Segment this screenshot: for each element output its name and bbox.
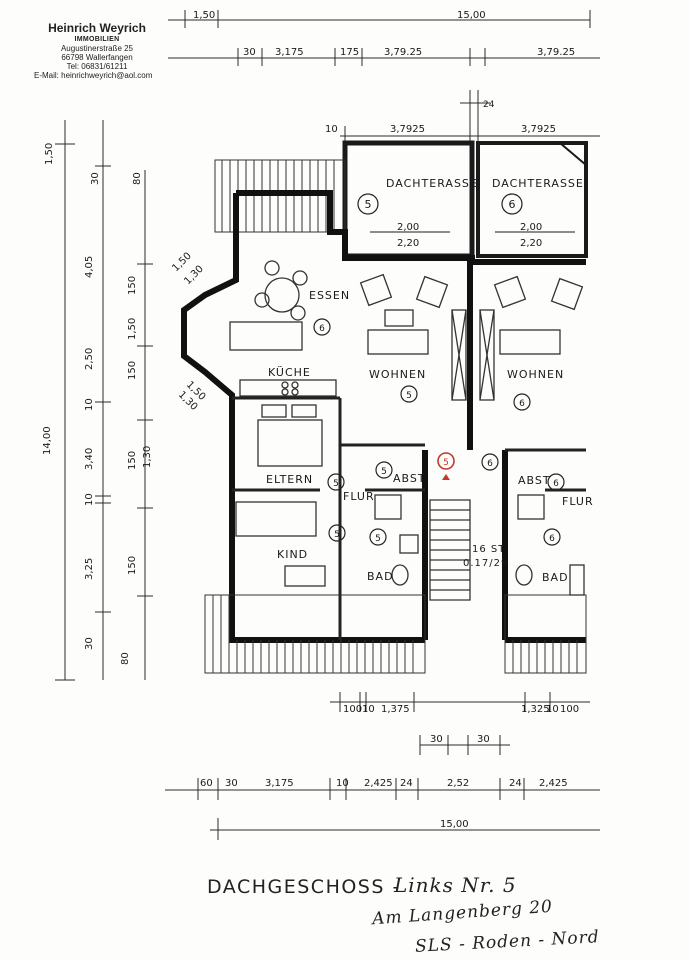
dim-bottom-c8: 24	[509, 778, 522, 789]
dim-terrace-a: 2,00	[397, 222, 419, 233]
dim-left-b4: 150	[127, 361, 138, 380]
dim-left-c2: 80	[120, 652, 131, 665]
dim-left-b7: 150	[127, 556, 138, 575]
dim-top-c0: 24	[483, 100, 495, 110]
plan-title: DACHGESCHOSS -	[207, 876, 401, 898]
dim-left-c1: 80	[132, 172, 143, 185]
dim-bottom-c3: 3,175	[265, 778, 294, 789]
dim-bottom-a2: 10	[362, 704, 375, 715]
room-wohnen-5: WOHNEN	[369, 368, 426, 381]
dim-terrace-b: 2,20	[397, 238, 419, 249]
dim-top-b5: 3,79.25	[537, 47, 575, 58]
dim-bottom-a4: 1,325	[521, 704, 550, 715]
dim-terrace-d: 2,20	[520, 238, 542, 249]
dim-top-a2: 15,00	[457, 10, 486, 21]
dim-top-b4: 3,79.25	[384, 47, 422, 58]
dim-left-a6: 10	[84, 493, 95, 506]
dim-left-b2: 150	[127, 276, 138, 295]
unit-mark: 6	[487, 459, 493, 469]
room-bad-6: BAD	[542, 571, 569, 584]
unit-mark: 6	[519, 399, 525, 409]
dim-bottom-c4: 10	[336, 778, 349, 789]
unit-mark: 5	[334, 530, 340, 540]
dim-bottom-b1: 30	[430, 734, 443, 745]
stairs-ratio: 0.17/29	[463, 558, 508, 569]
unit-mark: 5	[375, 534, 381, 544]
dim-left-a4: 10	[84, 398, 95, 411]
dim-left-b6: 1,30	[142, 446, 153, 468]
unit-mark: 6	[319, 324, 325, 334]
dim-bay-b: 1,30	[182, 264, 206, 288]
unit-mark: 5	[365, 198, 372, 211]
dim-top-c3: 3,7925	[521, 124, 556, 135]
agency-name: Heinrich Weyrich	[48, 21, 146, 35]
dim-left-b1: 30	[90, 172, 101, 185]
dim-left-a1: 1,50	[44, 143, 55, 165]
dim-top-b1: 30	[243, 47, 256, 58]
unit-mark: 6	[509, 198, 516, 211]
dim-bottom-a5: 10	[546, 704, 559, 715]
room-abst-6: ABST	[518, 474, 551, 487]
agency-city: 66798 Wallerfangen	[61, 53, 133, 63]
room-kueche: KÜCHE	[268, 366, 311, 379]
dim-bottom-c6: 24	[400, 778, 413, 789]
agency-phone: Tel: 06831/61211	[66, 62, 128, 72]
room-flur-5: FLUR	[343, 490, 375, 503]
dim-top-c1: 10	[325, 124, 338, 135]
agency-email: E-Mail: heinrichweyrich@aol.com	[34, 71, 153, 81]
room-kind: KIND	[277, 548, 308, 561]
dim-left-a5: 3,40	[84, 448, 95, 470]
dim-bottom-c1: 60	[200, 778, 213, 789]
agency-subtitle: IMMOBILIEN	[74, 35, 120, 43]
dim-bottom-c5: 2,425	[364, 778, 393, 789]
room-wohnen-6: WOHNEN	[507, 368, 564, 381]
dim-bottom-a1: 100	[343, 704, 362, 715]
handwritten-unit: Links Nr. 5	[394, 873, 517, 897]
dim-left-a2: 4,05	[84, 256, 95, 278]
dim-bottom-c9: 2,425	[539, 778, 568, 789]
dim-left-a3: 2,50	[84, 348, 95, 370]
room-bad-5: BAD	[367, 570, 394, 583]
room-essen: ESSEN	[309, 289, 350, 302]
dim-left-a8: 30	[84, 637, 95, 650]
dim-left-total: 14,00	[42, 426, 53, 455]
agency-street: Augustinerstraße 25	[60, 43, 134, 53]
dim-bottom-a3: 1,375	[381, 704, 410, 715]
dim-top-a1: 1,50	[193, 10, 215, 21]
dim-top-c2: 3,7925	[390, 124, 425, 135]
letterhead: Heinrich Weyrich IMMOBILIEN Augustinerst…	[22, 21, 172, 81]
unit-mark: 5	[406, 391, 412, 401]
dim-bottom-total: 15,00	[440, 819, 469, 830]
unit-mark: 5	[333, 479, 339, 489]
room-dachterasse-6: DACHTERASSE	[492, 177, 584, 190]
room-flur-6: FLUR	[562, 495, 594, 508]
dim-bottom-b2: 30	[477, 734, 490, 745]
dim-terrace-c: 2,00	[520, 222, 542, 233]
unit-mark: 5	[381, 467, 387, 477]
unit-mark-highlight: 5	[443, 458, 449, 468]
unit-mark: 6	[549, 534, 555, 544]
dim-top-b2: 3,175	[275, 47, 304, 58]
unit-mark: 6	[553, 479, 559, 489]
dim-bottom-c7: 2,52	[447, 778, 469, 789]
dim-bottom-a6: 100	[560, 704, 579, 715]
dim-left-a7: 3,25	[84, 558, 95, 580]
dim-left-b5: 150	[127, 451, 138, 470]
dim-left-b3: 1,50	[127, 318, 138, 340]
dim-top-b3: 175	[340, 47, 359, 58]
stairs-count: 16 ST.	[472, 544, 508, 555]
room-abst-5: ABST	[393, 472, 426, 485]
room-eltern: ELTERN	[266, 473, 313, 486]
dim-bottom-c2: 30	[225, 778, 238, 789]
room-dachterasse-5: DACHTERASSE	[386, 177, 478, 190]
